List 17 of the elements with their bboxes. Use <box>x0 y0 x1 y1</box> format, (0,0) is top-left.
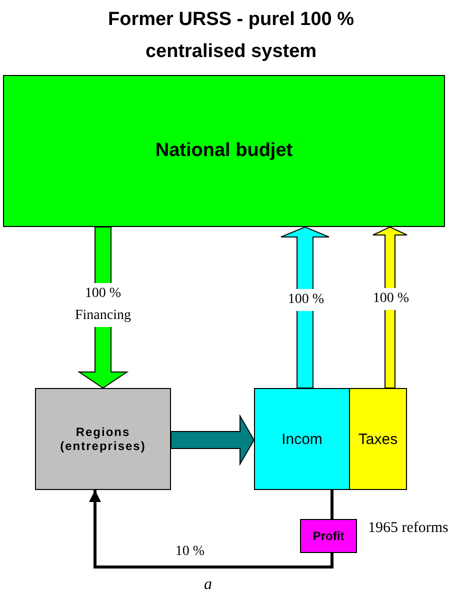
node-text: National budjet <box>155 140 293 162</box>
node-text: Taxes <box>358 430 398 448</box>
regions-box <box>35 388 171 490</box>
income-box <box>254 388 350 490</box>
title: Former URSS - purel 100 % centralised system <box>106 8 356 64</box>
node-text: Regions (entreprises) <box>59 425 147 453</box>
profit-box <box>300 519 357 553</box>
figure-label: a <box>204 576 212 594</box>
arrow <box>89 490 334 568</box>
edge-label: 100 % <box>372 288 410 310</box>
taxes-box <box>349 388 407 490</box>
node-note: 1965 reforms <box>368 520 448 537</box>
connector-line <box>330 490 334 519</box>
node-text: Profit <box>312 529 344 543</box>
node-text: Incom <box>282 430 322 448</box>
block-arrow <box>170 414 255 466</box>
budget-box <box>3 75 445 227</box>
